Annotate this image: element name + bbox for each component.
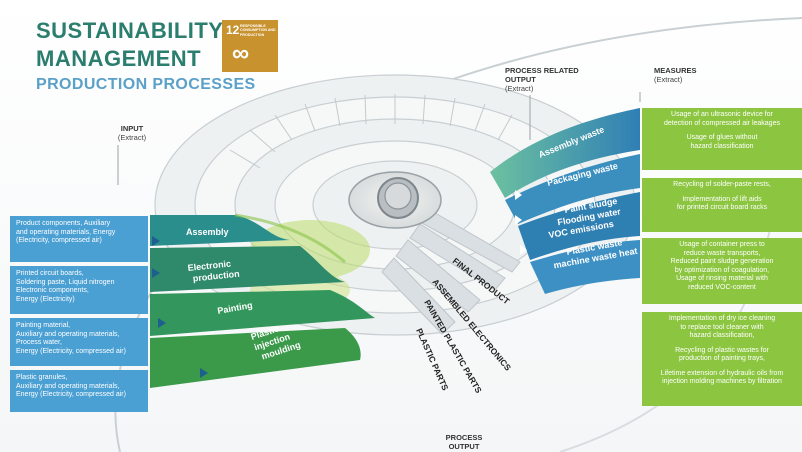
input-heading: INPUT (Extract) (117, 124, 147, 142)
sdg-12-badge: 12 RESPONSIBLE CONSUMPTION AND PRODUCTIO… (222, 20, 278, 72)
process-label-assembly: Assembly (186, 227, 229, 237)
sdg-number: 12 (226, 23, 240, 37)
page-subtitle: PRODUCTION PROCESSES (36, 76, 256, 93)
input-box-electronic: Printed circuit boards,Soldering paste, … (10, 266, 148, 314)
input-box-painting: Painting material,Auxiliary and operatin… (10, 318, 148, 366)
infinity-loop-icon: ∞ (232, 40, 250, 67)
input-box-plastic: Plastic granules,Auxiliary and operating… (10, 370, 148, 412)
sdg-text: RESPONSIBLE CONSUMPTION AND PRODUCTION (240, 24, 276, 37)
process-related-output-heading: PROCESS RELATED OUTPUT (Extract) (505, 66, 579, 93)
title-line-1: SUSTAINABILITY (36, 18, 224, 43)
measures-box-electronic: Recycling of solder-paste rests, Impleme… (642, 178, 802, 232)
measures-heading: MEASURES (Extract) (654, 66, 697, 84)
process-label-electronic: Electronicproduction (187, 258, 240, 284)
title-line-2: MANAGEMENT (36, 46, 202, 71)
process-output-heading: PROCESS OUTPUT (445, 433, 483, 451)
